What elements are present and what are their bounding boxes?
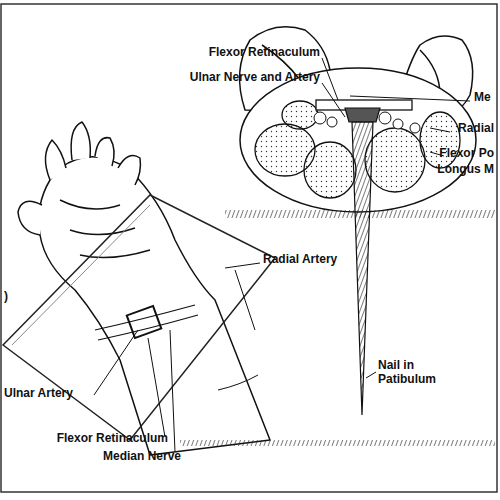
figure-letter: ) [4, 289, 8, 303]
part-label: Ulnar Artery [4, 386, 73, 400]
part-label: Longus M [437, 162, 494, 176]
part-label: Median Nerve [103, 449, 181, 463]
part-label: Radial [458, 121, 494, 135]
part-label: Radial Artery [263, 252, 337, 266]
part-label: Me [474, 90, 491, 104]
part-label: Flexor Retinaculum [57, 431, 168, 445]
part-label: Flexor Po [439, 146, 494, 160]
part-label: Nail in Patibulum [378, 358, 456, 386]
part-label: Ulnar Nerve and Artery [190, 70, 320, 84]
part-label: Flexor Retinaculum [209, 45, 320, 59]
